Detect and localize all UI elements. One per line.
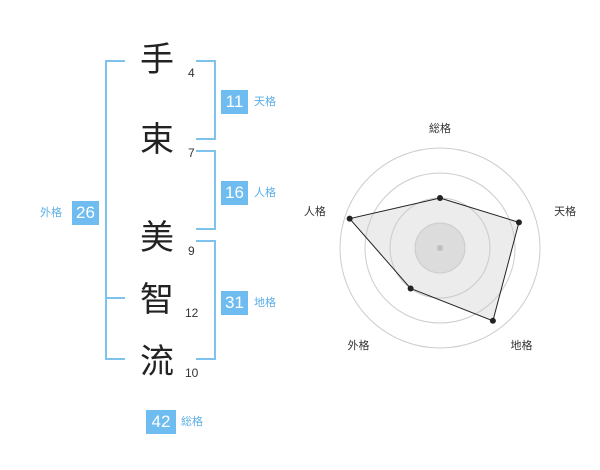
tenkaku-bracket-top — [196, 60, 216, 62]
tenkaku-label: 天格 — [254, 95, 276, 108]
stroke-count-4: 12 — [185, 306, 199, 320]
chikaku-badge: 31 — [221, 291, 248, 315]
gaikaku-label: 外格 — [40, 206, 62, 219]
radar-axis-label-5: 人格 — [304, 204, 326, 218]
tenkaku-bracket-bottom — [196, 138, 216, 140]
stroke-count-5: 10 — [185, 366, 199, 380]
name-char-1: 手 — [140, 40, 174, 80]
radar-point-2 — [515, 219, 522, 226]
jinkaku-bracket-vertical — [214, 150, 216, 230]
gaikaku-badge: 26 — [72, 201, 99, 225]
stroke-count-1: 4 — [188, 66, 195, 80]
radar-point-5 — [346, 215, 353, 222]
radar-center-dot — [437, 245, 443, 251]
soukaku-label: 総格 — [181, 415, 203, 428]
stroke-count-3: 9 — [188, 244, 195, 258]
radar-axis-label-4: 外格 — [347, 338, 369, 352]
chikaku-bracket-vertical — [214, 240, 216, 360]
jinkaku-badge: 16 — [221, 181, 248, 205]
tenkaku-badge: 11 — [221, 90, 248, 114]
jinkaku-bracket-bottom — [196, 228, 216, 230]
radar-point-4 — [407, 285, 414, 292]
name-char-2: 束 — [140, 120, 174, 160]
gaikaku-bracket-top — [105, 60, 125, 62]
name-char-3: 美 — [140, 218, 174, 258]
radar-axis-label-1: 総格 — [429, 121, 451, 135]
chikaku-label: 地格 — [254, 296, 276, 309]
chikaku-bracket-top — [196, 240, 216, 242]
jinkaku-label: 人格 — [254, 186, 276, 199]
name-char-5: 流 — [140, 342, 174, 382]
radar-point-3 — [489, 317, 496, 324]
soukaku-badge: 42 — [146, 410, 176, 434]
stroke-count-2: 7 — [188, 146, 195, 160]
tenkaku-bracket-vertical — [214, 60, 216, 140]
gaikaku-bracket-vertical — [105, 60, 107, 360]
chikaku-bracket-bottom — [196, 358, 216, 360]
name-char-4: 智 — [140, 280, 174, 320]
gaikaku-bracket-mid — [105, 297, 125, 299]
gaikaku-bracket-bottom — [105, 358, 125, 360]
radar-axis-label-3: 地格 — [511, 338, 533, 352]
radar-axis-label-2: 天格 — [554, 204, 576, 218]
radar-point-1 — [437, 195, 443, 201]
radar-series-polygon — [348, 197, 520, 322]
jinkaku-bracket-top — [196, 150, 216, 152]
